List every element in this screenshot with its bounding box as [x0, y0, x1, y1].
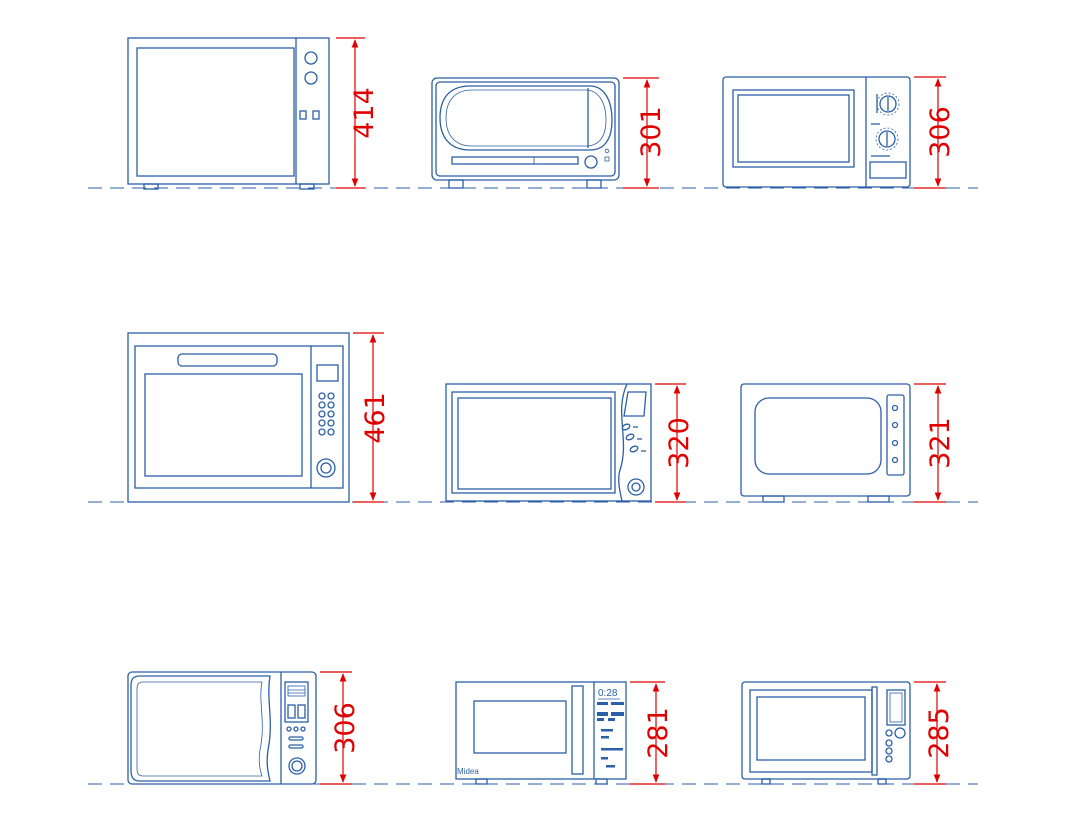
- height-dimension-3: 306: [914, 76, 956, 189]
- microwave-4: [127, 332, 350, 503]
- height-dimension-1: 414: [336, 37, 380, 189]
- clock-display: 0:28: [598, 688, 618, 699]
- microwave-5: [445, 383, 652, 502]
- microwave-9: [741, 681, 911, 785]
- height-dimension-2: 301: [623, 77, 667, 189]
- height-dimension-5: 320: [655, 383, 695, 503]
- height-label-7: 306: [330, 702, 361, 754]
- microwave-7: [127, 671, 317, 785]
- height-label-9: 285: [924, 707, 955, 759]
- height-dimension-9: 285: [914, 681, 955, 785]
- microwave-1: [127, 37, 330, 190]
- height-label-8: 281: [643, 707, 674, 759]
- height-dimension-4: 461: [353, 332, 391, 503]
- microwave-2: [431, 77, 620, 189]
- microwave-3: [722, 76, 911, 188]
- brand-logo-text: Midea: [457, 767, 479, 776]
- height-label-4: 461: [360, 392, 391, 444]
- height-label-5: 320: [664, 417, 695, 469]
- microwave-8: 0:28 Midea: [455, 681, 627, 785]
- height-dimension-7: 306: [320, 671, 361, 785]
- microwave-6: [740, 383, 911, 503]
- height-label-6: 321: [925, 417, 956, 469]
- height-label-3: 306: [925, 106, 956, 158]
- height-label-2: 301: [636, 106, 667, 158]
- height-dimension-8: 281: [630, 681, 674, 785]
- height-label-1: 414: [349, 87, 380, 139]
- height-dimension-6: 321: [914, 383, 956, 503]
